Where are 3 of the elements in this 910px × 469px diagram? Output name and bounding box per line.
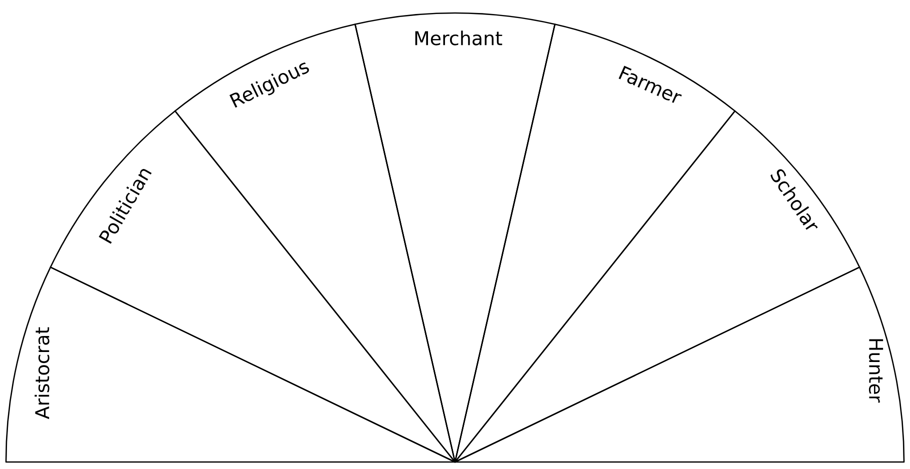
sector-label: Hunter: [868, 339, 884, 403]
sector-label: Merchant: [415, 30, 502, 46]
sector-label: Aristocrat: [34, 327, 50, 420]
